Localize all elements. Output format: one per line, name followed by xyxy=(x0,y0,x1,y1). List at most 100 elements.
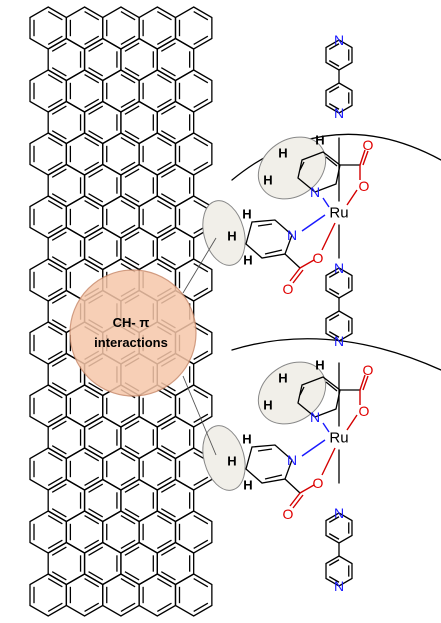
ring-double-bond xyxy=(328,103,340,110)
graphene-double-bond xyxy=(124,256,140,266)
graphene-double-bond xyxy=(51,420,67,430)
graphene-double-bond xyxy=(124,67,140,77)
graphene-double-bond xyxy=(47,74,63,84)
callout-connector-upper xyxy=(182,237,217,294)
graphene-hexagon xyxy=(29,195,68,239)
graphene-double-bond xyxy=(193,74,209,84)
graphene-double-bond xyxy=(84,539,100,549)
graphene-hexagon xyxy=(47,415,86,460)
graphene-hexagon xyxy=(29,447,68,491)
complex-2-lower-o-ru-bond xyxy=(321,447,336,476)
bipyridine-top-n-top: N xyxy=(334,32,344,48)
graphene-double-bond xyxy=(88,256,104,266)
graphene-hexagon xyxy=(83,541,122,586)
complex-2-lower-carboxyl-bond xyxy=(284,478,301,494)
complex-1-lower-n: N xyxy=(287,227,297,243)
graphene-double-bond xyxy=(84,263,100,273)
ring-double-bond xyxy=(328,271,340,278)
graphene-double-bond xyxy=(84,515,100,525)
ring-double-bond xyxy=(328,516,340,523)
complex-2-h-3: H xyxy=(263,398,272,413)
graphene-hexagon xyxy=(102,69,140,113)
graphene-hexagon xyxy=(83,100,122,145)
complex-1-upper-o-carbonyl: O xyxy=(363,137,374,153)
graphene-double-bond xyxy=(84,35,100,45)
complex-2-lower-highlight-ellipse xyxy=(202,425,246,491)
complex-1-lower-ring-double xyxy=(257,223,273,227)
graphene-double-bond xyxy=(51,130,67,140)
ring-double-bond xyxy=(328,43,340,50)
complex-2-lower-ring-double xyxy=(257,448,273,452)
graphene-double-bond xyxy=(51,67,67,77)
complex-1-lower-c-o-double-2 xyxy=(292,269,304,284)
graphene-double-bond xyxy=(124,546,140,556)
graphene-double-bond xyxy=(156,452,172,462)
ring-double-bond xyxy=(328,331,340,338)
complex-2-lower-pyridine-ring xyxy=(245,444,293,484)
graphene-double-bond xyxy=(156,74,172,84)
graphene-double-bond xyxy=(47,224,63,234)
graphene-double-bond xyxy=(193,287,209,297)
graphene-double-bond xyxy=(51,508,67,518)
graphene-double-bond xyxy=(160,193,176,203)
graphene-double-bond xyxy=(88,105,104,115)
graphene-hexagon xyxy=(65,510,104,554)
graphene-hexagon xyxy=(65,132,104,176)
graphene-hexagon xyxy=(156,478,195,523)
graphene-double-bond xyxy=(84,602,100,612)
graphene-hexagon xyxy=(29,258,68,302)
graphene-double-bond xyxy=(156,35,172,45)
graphene-double-bond xyxy=(124,42,140,52)
graphene-hexagon xyxy=(156,37,195,82)
complex-1-lower-o-carbonyl: O xyxy=(283,281,294,297)
graphene-double-bond xyxy=(124,168,140,178)
graphene-hexagon xyxy=(174,573,213,617)
graphene-double-bond xyxy=(51,483,67,493)
graphene-hexagon xyxy=(138,447,177,491)
complex-2-h-6: H xyxy=(243,478,252,493)
graphene-double-bond xyxy=(156,515,172,525)
graphene-double-bond xyxy=(88,42,104,52)
graphene-double-bond xyxy=(47,287,63,297)
complex-1-lower-highlight-ellipse xyxy=(202,200,246,266)
graphene-double-bond xyxy=(160,546,176,556)
complex-1-upper-c-o-double-2 xyxy=(362,150,369,166)
graphene-double-bond xyxy=(156,200,172,210)
graphene-hexagon xyxy=(102,447,140,491)
graphene-hexagon xyxy=(156,415,195,460)
graphene-double-bond xyxy=(156,98,172,108)
ring-double-bond xyxy=(328,314,340,321)
graphene-double-bond xyxy=(51,445,67,455)
graphene-double-bond xyxy=(88,445,104,455)
complex-1-upper-highlight-ellipse xyxy=(257,136,327,200)
complex-2-upper-o-ru: O xyxy=(359,403,370,419)
complex-1-upper-ring-double xyxy=(325,156,338,167)
complex-1-upper-ring-double xyxy=(299,161,305,171)
complex-1-h-3: H xyxy=(263,173,272,188)
complex-2-upper-ring-double xyxy=(325,381,338,392)
graphene-hexagon xyxy=(102,132,140,176)
graphene-double-bond xyxy=(51,546,67,556)
graphene-double-bond xyxy=(120,35,136,45)
graphene-hexagon xyxy=(102,510,140,554)
bipyridine-middle-n-top: N xyxy=(334,260,344,276)
graphene-double-bond xyxy=(88,483,104,493)
graphene-double-bond xyxy=(88,130,104,140)
graphene-double-bond xyxy=(193,515,209,525)
graphene-double-bond xyxy=(47,350,63,360)
complex-1-lower-n-ru-bond xyxy=(301,214,326,232)
graphene-double-bond xyxy=(193,200,209,210)
graphene-double-bond xyxy=(51,294,67,304)
ring-double-bond xyxy=(328,86,340,93)
graphene-hexagon xyxy=(65,573,104,617)
graphene-double-bond xyxy=(160,256,176,266)
graphene-double-bond xyxy=(84,413,100,423)
callout-connector-lower xyxy=(182,375,217,456)
graphene-hexagon xyxy=(138,6,177,50)
graphene-double-bond xyxy=(124,483,140,493)
graphene-hexagon xyxy=(120,163,158,208)
graphene-hexagon xyxy=(174,132,213,176)
graphene-hexagon xyxy=(120,100,158,145)
complex-2-upper-o-carbonyl: O xyxy=(363,362,374,378)
